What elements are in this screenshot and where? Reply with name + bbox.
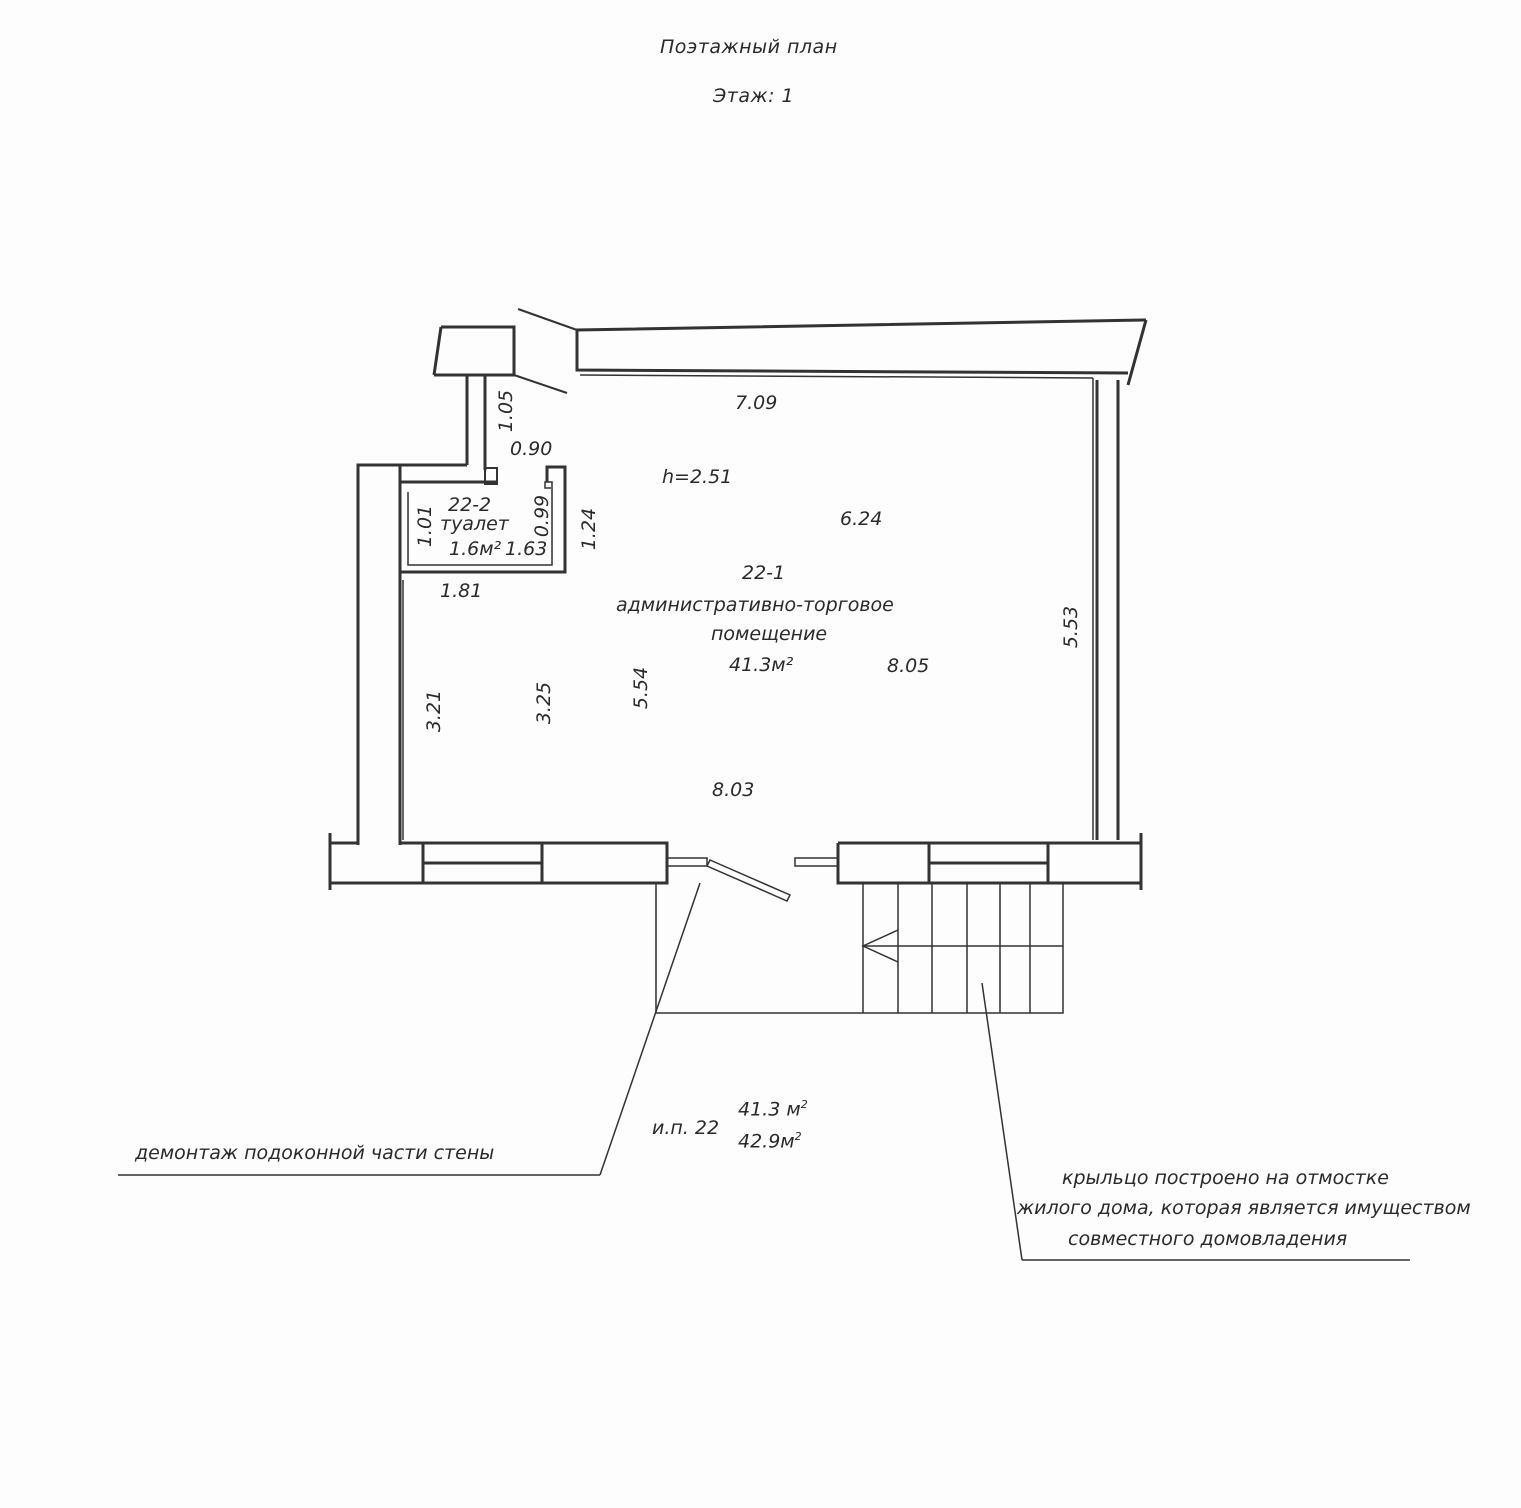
dim-toilet-left: 1.01 — [414, 504, 437, 548]
toilet-area: 1.6м² — [449, 538, 502, 560]
room-name-line2: помещение — [711, 623, 828, 645]
dim-below-toilet: 1.81 — [440, 580, 483, 602]
room-area: 41.3м² — [729, 654, 794, 676]
note-porch-line3: совместного домовладения — [1068, 1228, 1348, 1250]
unit-area-total: 42.9м2 — [738, 1130, 802, 1153]
dim-middle-width: 8.05 — [887, 655, 930, 677]
dim-right-height: 5.53 — [1060, 605, 1083, 649]
dim-center-height: 5.54 — [630, 666, 653, 710]
dim-left-mid: 3.25 — [533, 681, 556, 725]
dim-bottom-width: 8.03 — [712, 779, 755, 801]
dim-toilet-right-inner: 0.99 — [531, 494, 554, 538]
room-height: h=2.51 — [662, 466, 733, 488]
room-id: 22-1 — [742, 562, 786, 584]
dim-top-wall: 7.09 — [735, 392, 778, 414]
dim-toilet-width: 1.63 — [505, 538, 548, 560]
note-porch-line1: крыльцо построено на отмостке — [1062, 1167, 1389, 1189]
plan-title: Поэтажный план — [660, 36, 838, 58]
room-name-line1: административно-торговое — [616, 594, 894, 616]
unit-label: и.п. 22 — [652, 1117, 720, 1139]
dim-left-lower: 3.21 — [423, 689, 446, 733]
walls — [328, 308, 1148, 890]
dim-toilet-right-outer: 1.24 — [578, 507, 601, 551]
door — [666, 857, 839, 902]
dim-vestibule-depth: 1.05 — [495, 389, 518, 433]
floor-label: Этаж: 1 — [713, 85, 795, 107]
note-porch-line2: жилого дома, которая является имуществом — [1017, 1197, 1471, 1219]
dim-upper-width: 6.24 — [840, 508, 883, 530]
note-demolition: демонтаж подоконной части стены — [135, 1142, 495, 1164]
dim-toilet-door: 0.90 — [510, 438, 553, 460]
toilet-id: 22-2 — [448, 494, 492, 516]
porch-stairs — [655, 883, 1064, 1014]
unit-area-main: 41.3 м2 — [738, 1098, 808, 1121]
toilet-name: туалет — [440, 513, 509, 535]
leader-lines — [118, 882, 1410, 1261]
